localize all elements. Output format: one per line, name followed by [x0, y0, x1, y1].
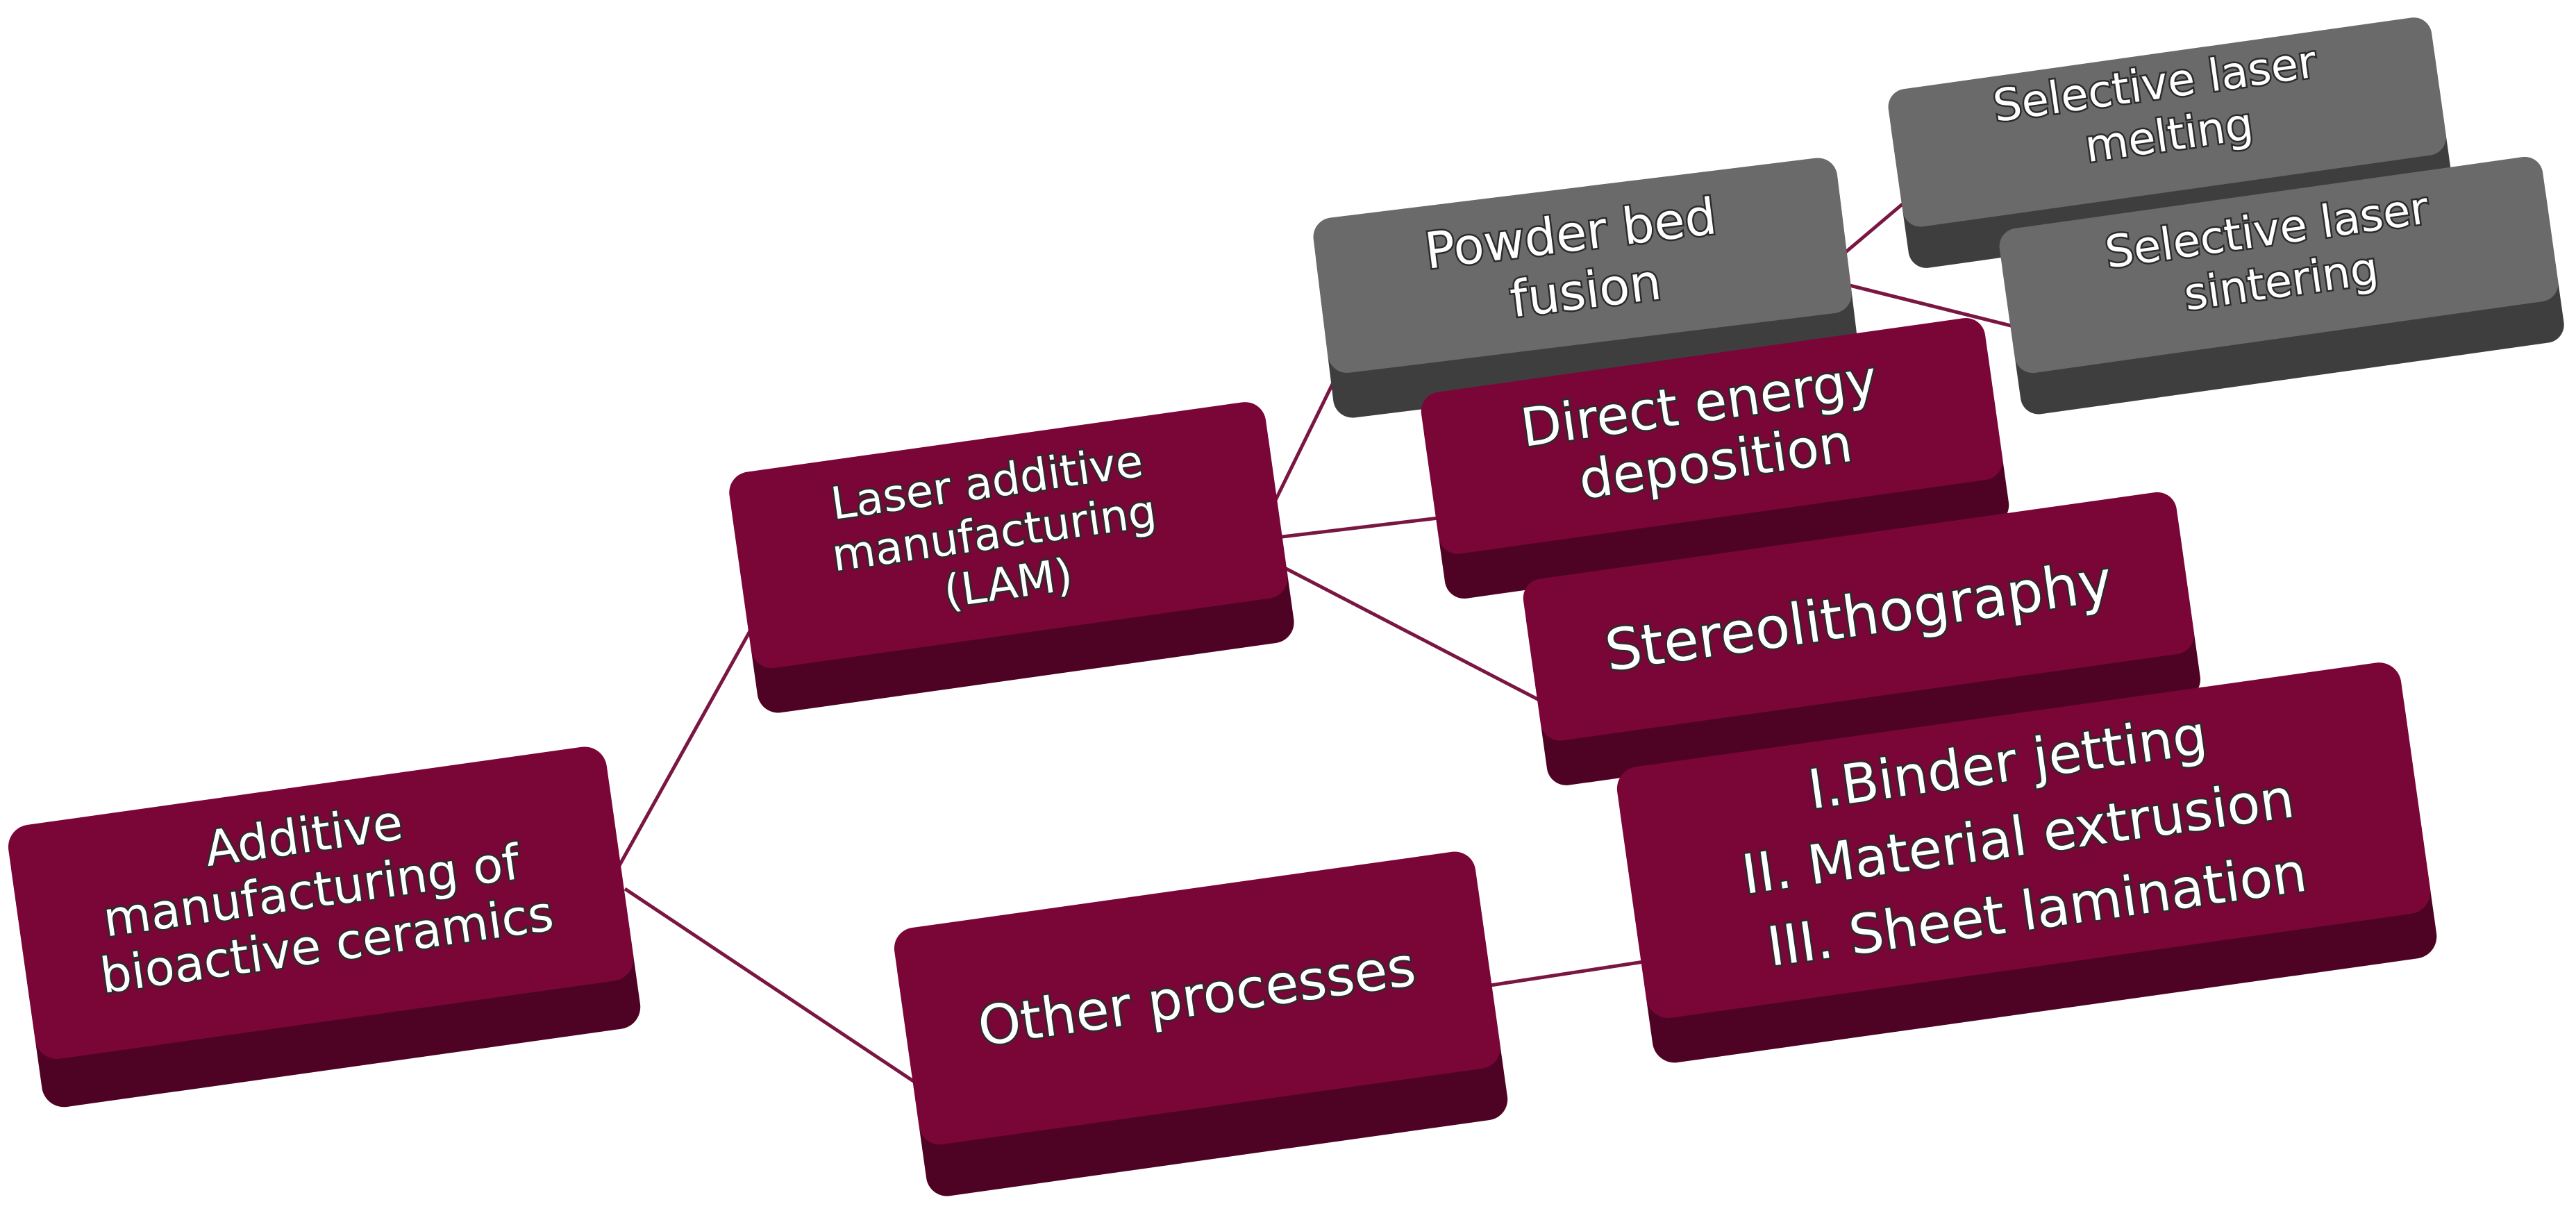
node-root-additive-manufacturing: Additive manufacturing of bioactive cera…: [8, 746, 641, 1108]
node-face: [8, 746, 634, 1059]
connector-other-processes-list: [1485, 956, 1667, 988]
node-laser-additive-manufacturing: Laser additive manufacturing (LAM): [729, 402, 1294, 713]
node-other-process-list: I.Binder jetting II. Material extrusion …: [1616, 662, 2437, 1063]
connector-root-lam: [616, 624, 755, 869]
node-selective-laser-sintering: Selective laser sintering: [1999, 156, 2564, 415]
node-other-processes: Other processes: [894, 851, 1508, 1196]
connectors: [616, 179, 2042, 1092]
node-face: [894, 851, 1500, 1145]
node-label: Additive manufacturing of bioactive cera…: [81, 775, 557, 1005]
connector-lam-stereolithography: [1273, 560, 1550, 707]
node-face: [1616, 662, 2431, 1018]
connector-powder-bed-sls: [1846, 283, 2042, 335]
node-face: [729, 402, 1288, 669]
connector-root-other-processes: [624, 887, 928, 1092]
node-stereolithography: Stereolithography: [1523, 492, 2201, 785]
node-face: [1523, 492, 2194, 741]
node-face: [1313, 158, 1852, 374]
connector-lam-direct-energy: [1270, 515, 1445, 540]
node-face: [1421, 318, 2003, 554]
node-face: [1888, 17, 2446, 227]
node-face: [1999, 156, 2559, 374]
